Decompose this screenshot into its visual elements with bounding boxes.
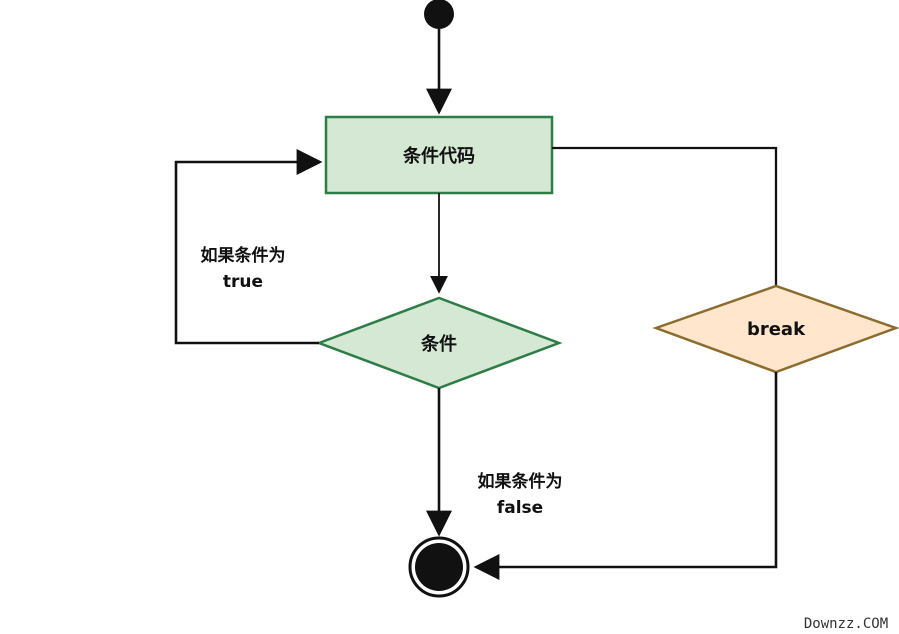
false-edge-label-line2: false: [497, 498, 543, 518]
break-label: break: [747, 319, 806, 340]
start-node: [424, 0, 454, 29]
edge-code-to-break: [552, 146, 778, 286]
code-block-label: 条件代码: [402, 145, 475, 167]
false-edge-label-line1: 如果条件为: [478, 471, 563, 492]
end-node-inner: [415, 543, 463, 591]
true-edge-label-line1: 如果条件为: [201, 245, 286, 266]
watermark-text: Downzz.COM: [804, 616, 888, 632]
break-node: [652, 284, 899, 374]
edge-break-to-end: [473, 372, 778, 580]
condition-node: [315, 296, 563, 390]
true-edge-label-line2: true: [223, 272, 263, 292]
edge-condition-true-loop: [174, 149, 323, 345]
condition-label: 条件: [420, 333, 457, 355]
